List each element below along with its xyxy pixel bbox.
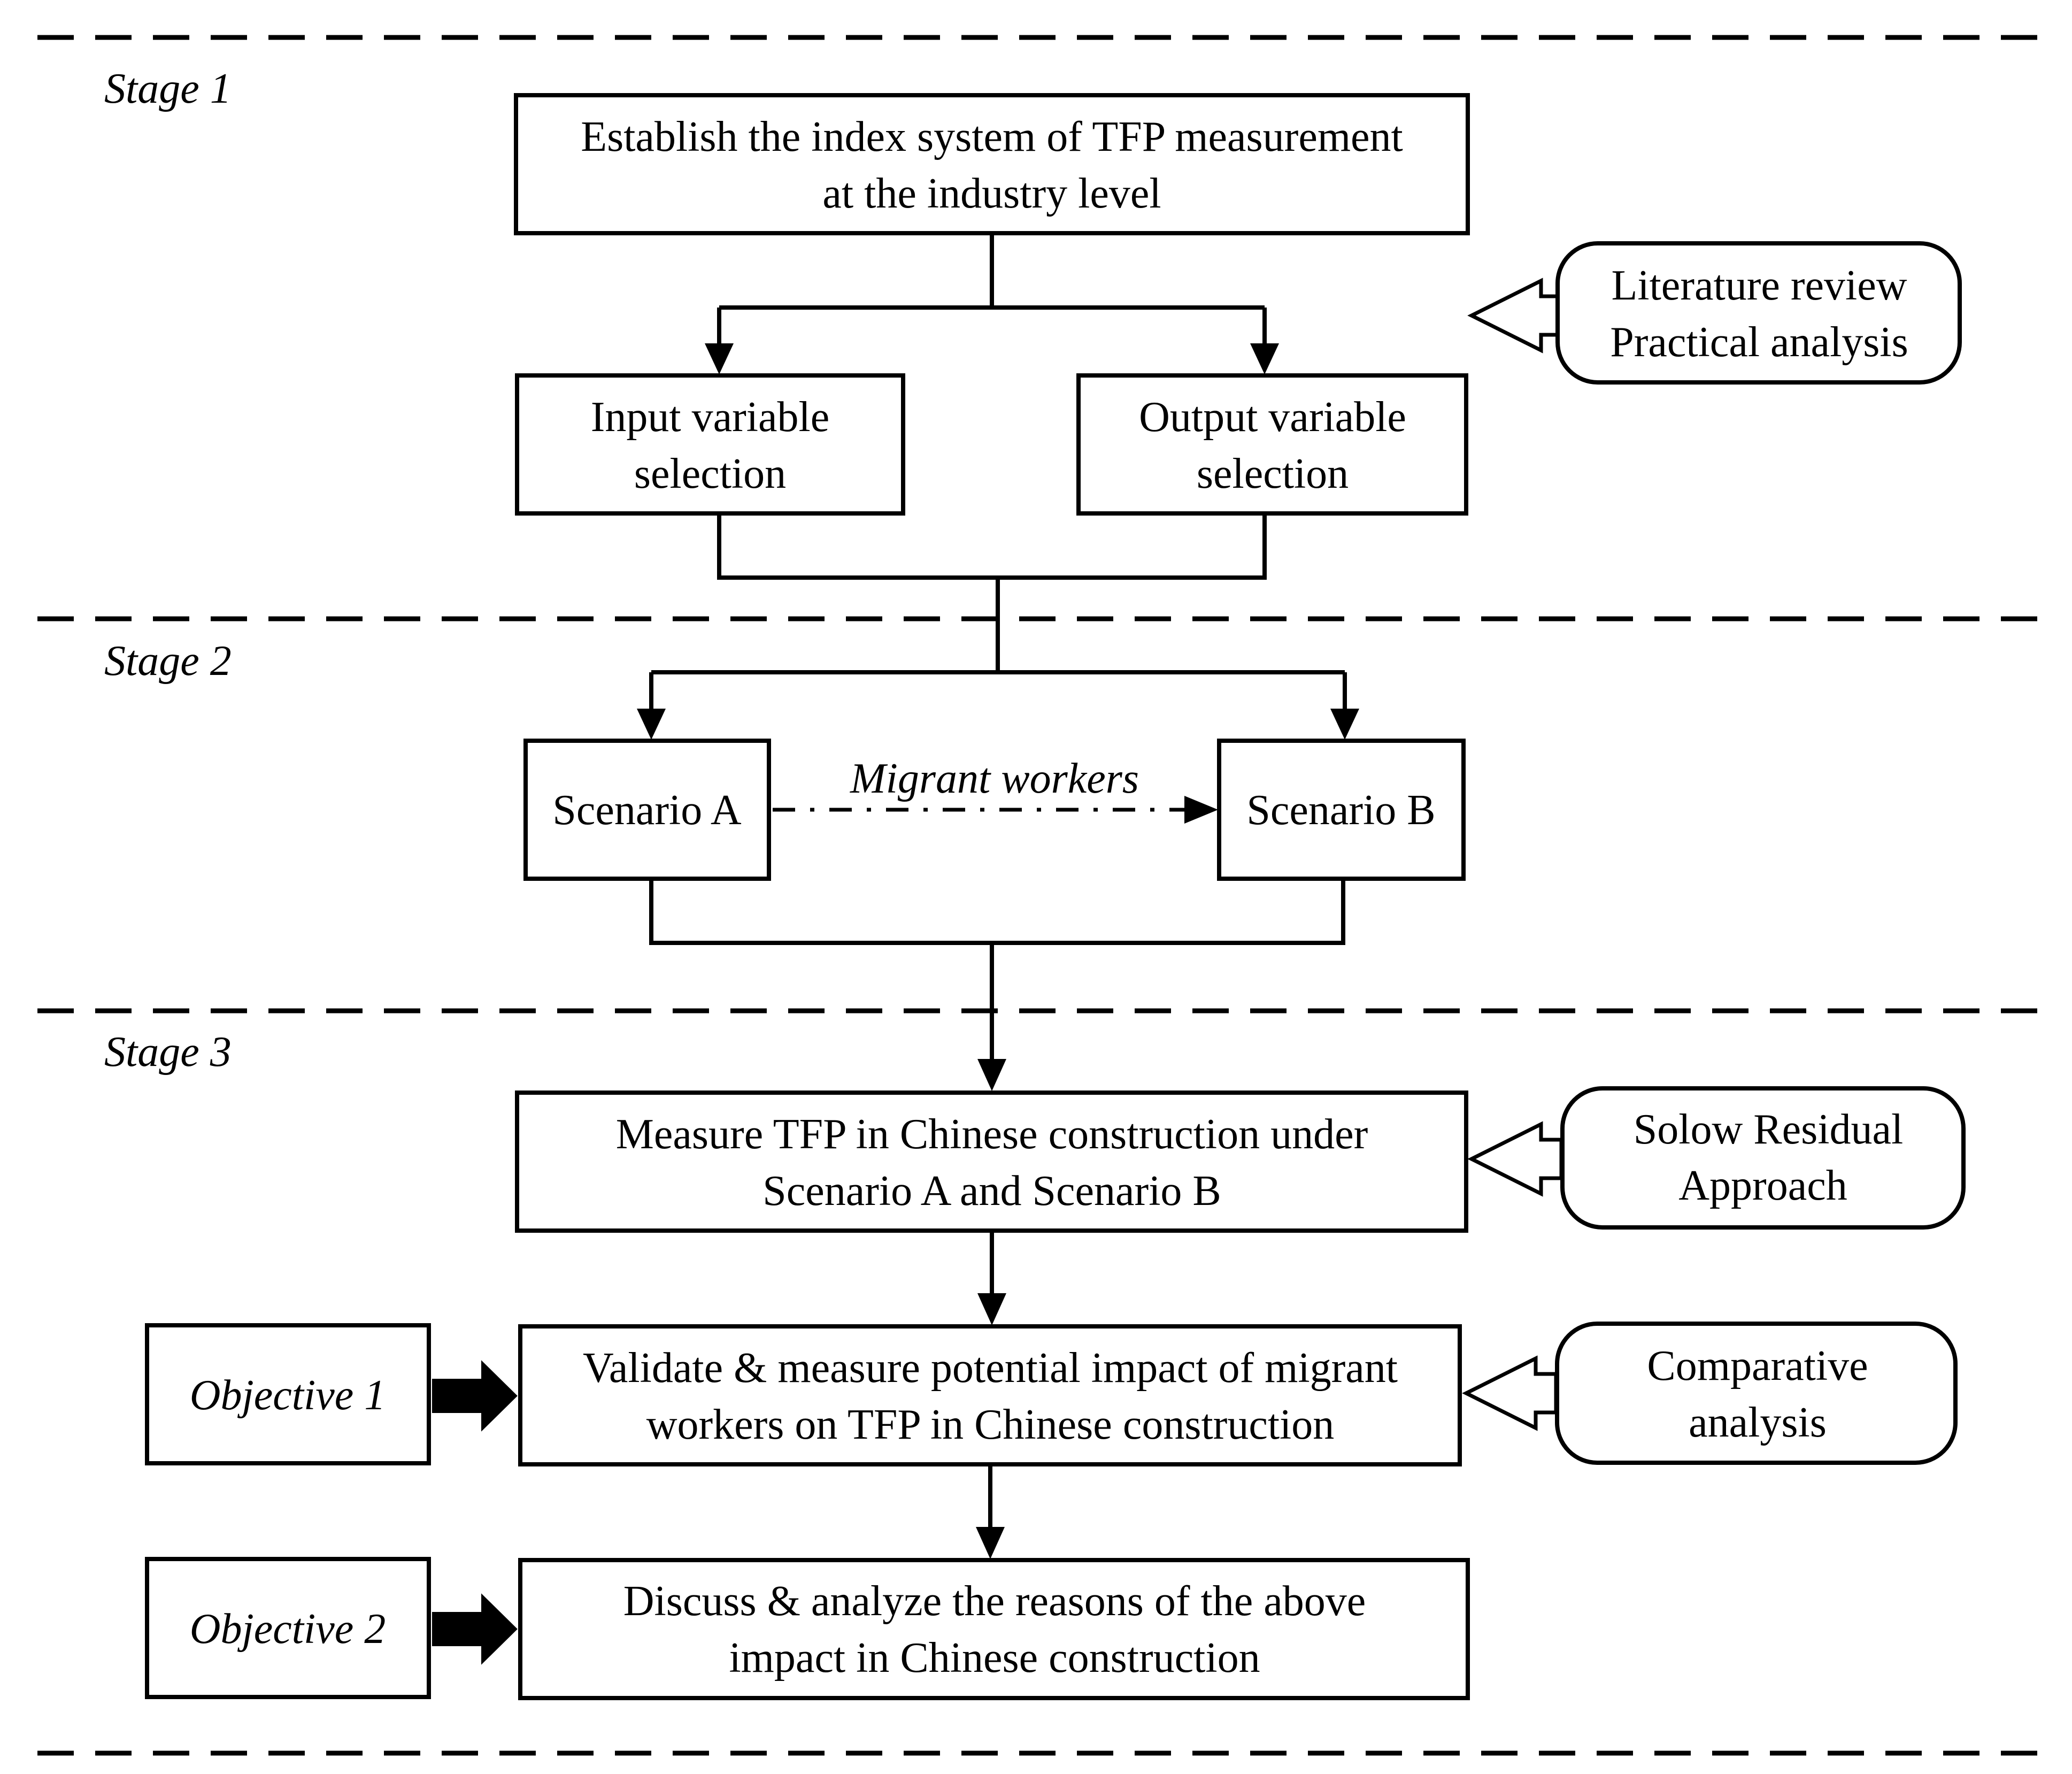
measure-tfp-box [515,1090,1468,1233]
migrant-workers-arrowhead [1184,796,1218,824]
literature-line-2: Practical analysis [1610,319,1908,366]
scenario-a-label: Scenario A [552,787,741,834]
objective-1-label: Objective 1 [190,1372,386,1419]
output-variable-line-2: selection [1197,450,1349,497]
input-variable-box [515,373,905,516]
literature-hollow-arrow [1467,278,1563,354]
stage-2-label: Stage 2 [104,638,232,685]
arrow-to-discuss [976,1527,1005,1559]
comparative-line-1: Comparative [1647,1342,1868,1389]
input-variable-line-2: selection [634,450,786,497]
validate-measure-box [518,1324,1462,1466]
establish-index-line-1: Establish the index system of TFP measur… [581,113,1403,160]
objective-2-arrow [432,1593,518,1665]
validate-line-1: Validate & measure potential impact of m… [583,1345,1398,1392]
arrow-to-output [1250,343,1279,374]
solow-line-1: Solow Residual [1634,1106,1903,1153]
output-variable-line-1: Output variable [1139,394,1406,441]
arrow-to-validate [977,1293,1006,1325]
merge-connector-stage1 [649,513,1347,711]
stage-3-label: Stage 3 [104,1028,232,1076]
establish-index-line-2: at the industry level [822,170,1161,217]
scenario-a-box [523,739,771,881]
literature-review-pill [1555,241,1962,385]
arrow-to-scenario-b [1330,709,1359,740]
input-variable-line-1: Input variable [591,394,829,441]
comparative-line-2: analysis [1689,1399,1827,1446]
split-connector-stage1 [717,233,1267,348]
migrant-workers-label: Migrant workers [850,755,1139,802]
discuss-line-2: impact in Chinese construction [729,1634,1260,1681]
solow-residual-pill [1560,1086,1966,1230]
objective-1-box [145,1323,431,1465]
solow-hollow-arrow [1467,1121,1563,1197]
merge-connector-stage2 [649,879,1345,1062]
validate-line-2: workers on TFP in Chinese construction [646,1401,1335,1448]
discuss-line-1: Discuss & analyze the reasons of the abo… [623,1578,1366,1625]
arrow-to-scenario-a [637,709,666,740]
comparative-analysis-pill [1555,1322,1958,1465]
scenario-b-box [1217,739,1466,881]
discuss-analyze-box [518,1558,1470,1700]
objective-1-arrow [432,1360,518,1432]
measure-tfp-line-1: Measure TFP in Chinese construction unde… [616,1111,1368,1158]
output-variable-box [1076,373,1468,516]
comparative-hollow-arrow [1462,1355,1558,1431]
arrow-to-measure-tfp [977,1059,1006,1091]
objective-2-label: Objective 2 [190,1606,386,1653]
solow-line-2: Approach [1678,1162,1847,1209]
literature-line-1: Literature review [1611,262,1907,309]
stage-1-label: Stage 1 [104,65,232,112]
objective-2-box [145,1557,431,1699]
scenario-b-label: Scenario B [1246,787,1435,834]
arrow-to-input [705,343,734,374]
measure-tfp-line-2: Scenario A and Scenario B [762,1168,1221,1215]
